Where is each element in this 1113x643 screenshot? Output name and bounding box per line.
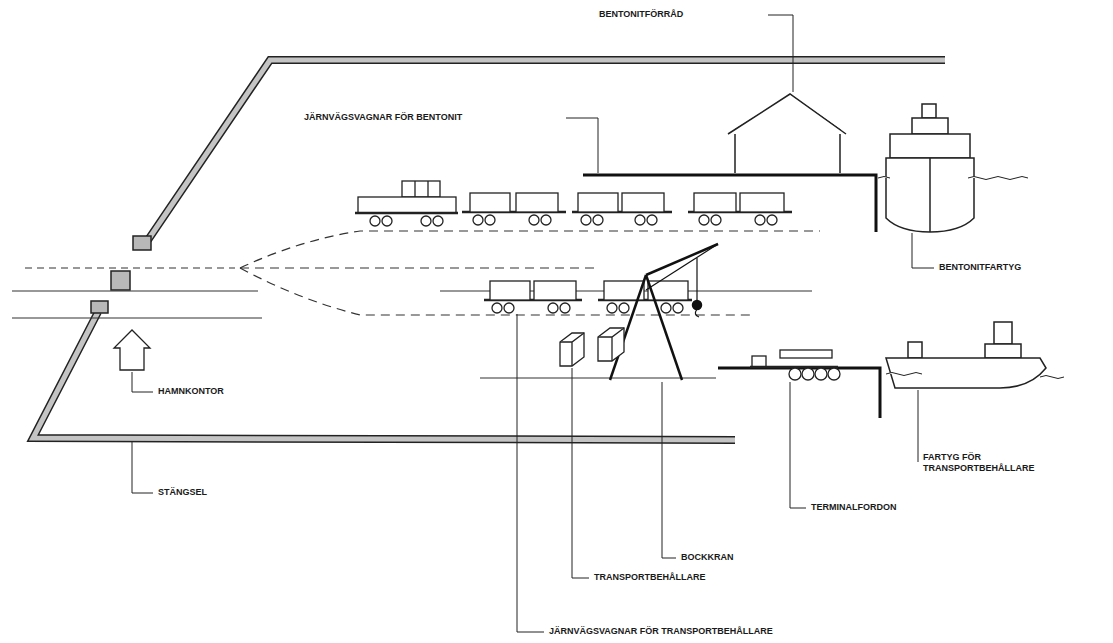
wagon-label: JÄRNVÄGSVAGNAR FÖR TRANSPORTBEHÅLLARE [548, 626, 774, 637]
ship-label: FARTYG FÖR TRANSPORTBEHÅLLARE [922, 452, 1064, 474]
bentonite-store [728, 94, 846, 173]
store-label: BENTONITFÖRRÅD [598, 9, 684, 20]
quay [583, 175, 880, 418]
office-label: HAMNKONTOR [157, 386, 225, 397]
fence [33, 60, 945, 440]
gate-house [91, 236, 151, 313]
fence-label: STÄNGSEL [157, 487, 208, 498]
vehicle-label: TERMINALFORDON [810, 502, 898, 513]
gantry-crane [610, 244, 718, 380]
container-label: TRANSPORTBEHÅLLARE [593, 572, 707, 583]
container-ship [886, 322, 1064, 388]
bentonite-ship [878, 104, 1028, 232]
container-wagon [484, 281, 692, 313]
wagon-label: JÄRNVÄGSVAGNAR FÖR BENTONIT [303, 112, 463, 123]
locomotive [355, 181, 458, 226]
road [12, 268, 262, 318]
terminal-vehicle [750, 350, 840, 380]
bentonite-wagon [462, 193, 792, 225]
rail-track [240, 231, 820, 315]
harbour-office [114, 330, 150, 370]
ship-label: BENTONITFARTYG [938, 262, 1022, 273]
crane-label: BOCKKRAN [680, 552, 735, 563]
container [560, 328, 624, 366]
leader-line [132, 15, 934, 632]
